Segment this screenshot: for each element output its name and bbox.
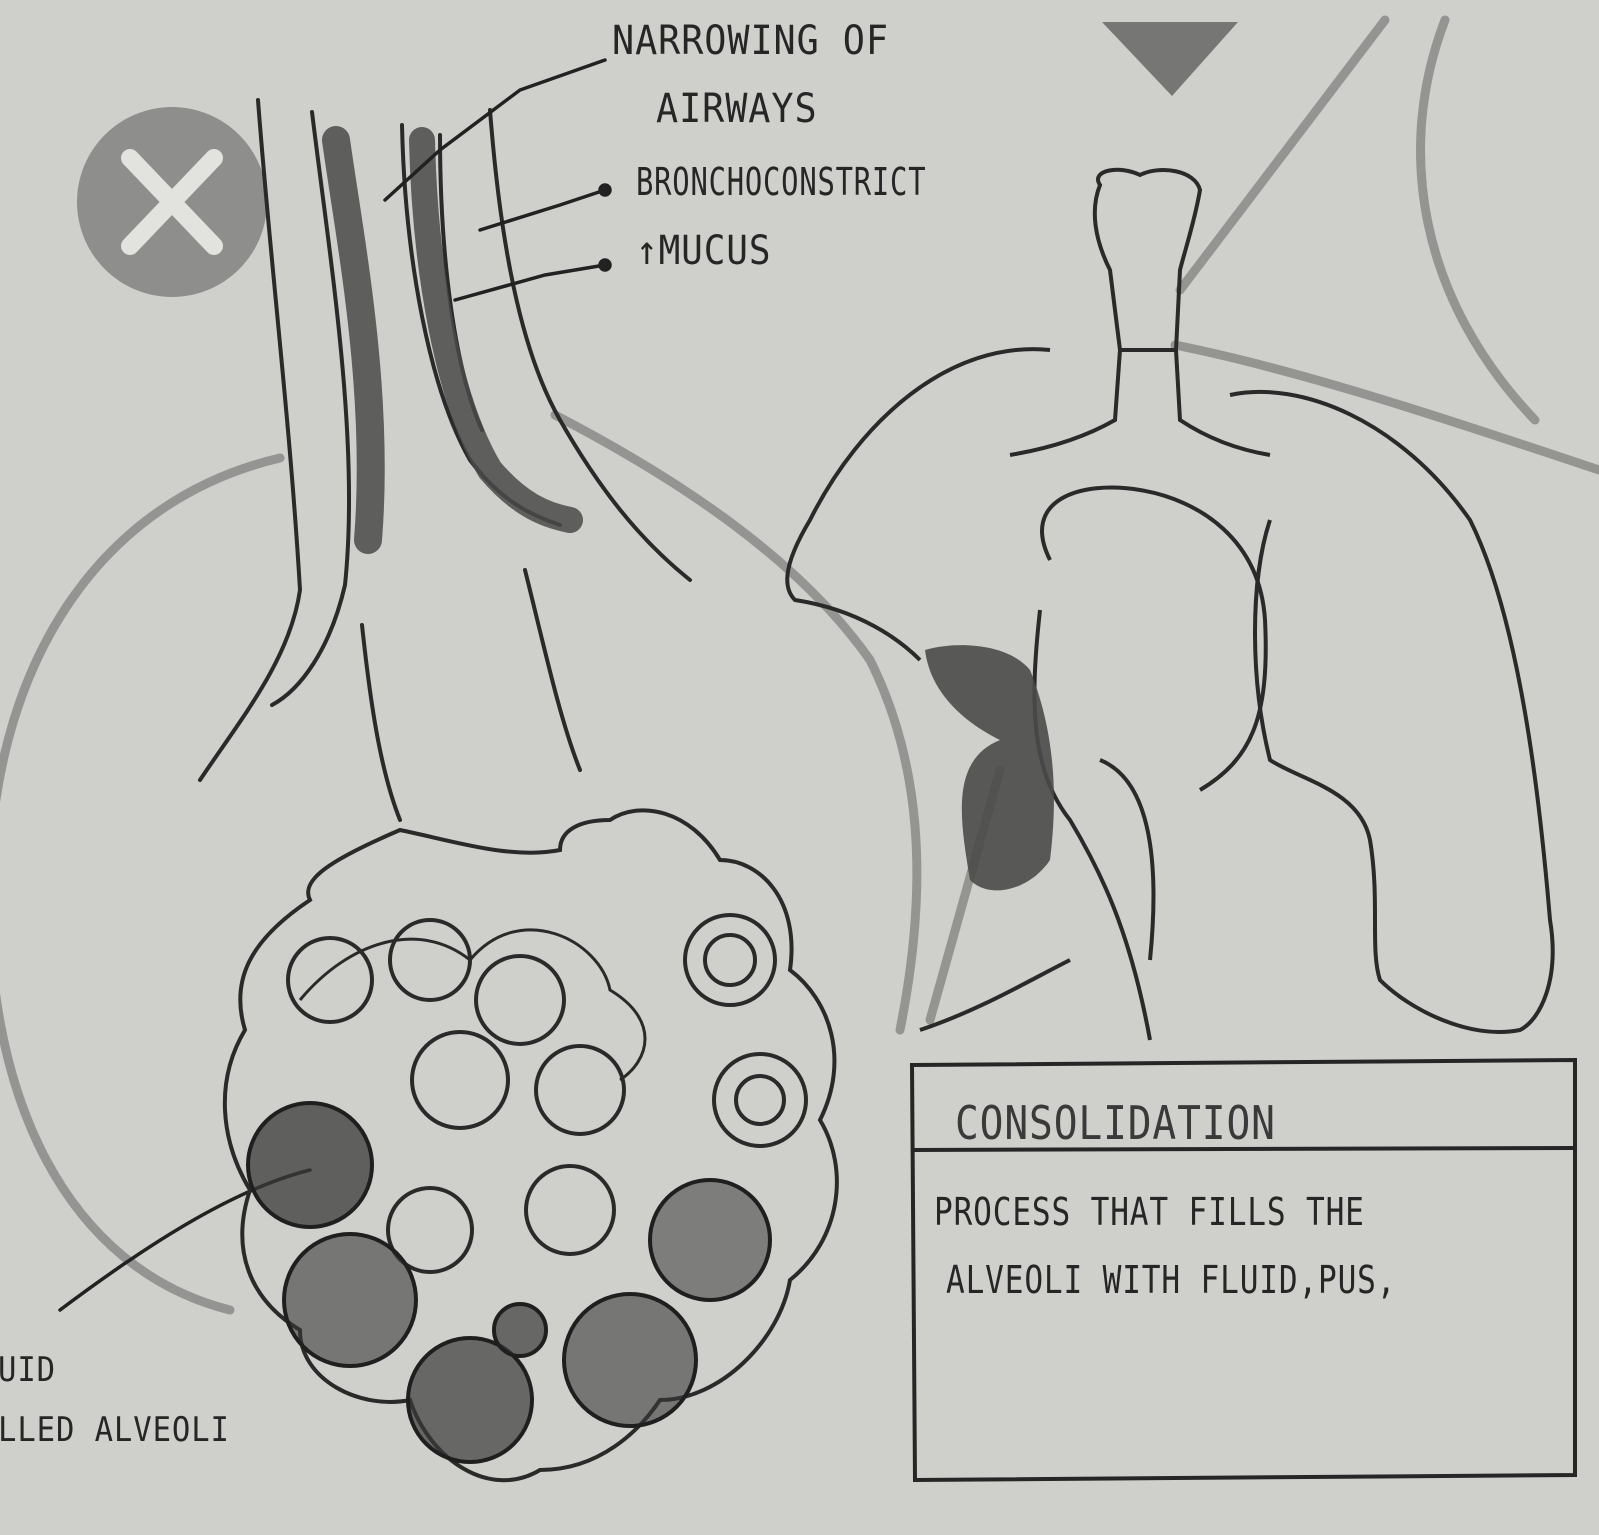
consolidation-box-title: CONSOLIDATION: [955, 1096, 1276, 1150]
label-increased-mucus: ↑MUCUS: [636, 228, 771, 274]
label-fluid-filled-line1: UID: [0, 1350, 56, 1390]
close-circle-icon: [77, 107, 267, 297]
label-bronchoconstrict: BRONCHOCONSTRICT: [636, 160, 926, 204]
consolidation-box-text-line1: PROCESS THAT FILLS THE: [934, 1190, 1365, 1234]
consolidation-box-text-line2: ALVEOLI WITH FLUID,PUS,: [946, 1258, 1396, 1302]
label-narrowing-of-airways-line2: AIRWAYS: [656, 86, 818, 132]
label-fluid-filled-line2: LLED ALVEOLI: [0, 1410, 230, 1450]
label-narrowing-of-airways-line1: NARROWING OF: [612, 18, 889, 64]
